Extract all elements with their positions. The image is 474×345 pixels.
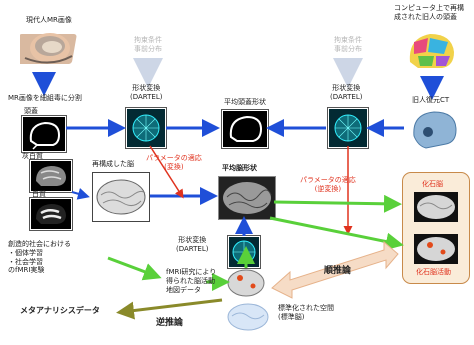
shape-transform-3-label: 形状変換 (DARTEL): [176, 236, 209, 253]
arrow-param-transform: [149, 145, 184, 199]
modern-mri-label: 現代人MR画像: [26, 16, 72, 24]
fossil-brain-label: 化石脳: [422, 180, 443, 188]
param-inverse-label: パラメータの適応 (逆変換): [300, 176, 356, 193]
constraint-right-label: 拘束条件 事前分布: [334, 36, 362, 53]
arrow-inverse-inference: [116, 298, 223, 320]
reconstructed-brain-label: 再構成した脳: [92, 160, 134, 168]
social-learning-label: 創造的社会における ・個体学習 ・社会学習 のfMRI実験: [8, 240, 71, 275]
avg-brain-label: 平均脳形状: [222, 164, 257, 172]
inverse-inference-label: 逆推論: [156, 318, 184, 328]
average-brain-image: [218, 176, 276, 220]
standard-brain-image: [226, 300, 270, 334]
arrow-social-to-fmri: [107, 256, 162, 281]
reconstructed-brain-image: [92, 172, 150, 222]
forward-inference-arrow: [271, 240, 399, 299]
white-matter-label: 白質: [32, 190, 46, 198]
arrow-gray-white-to-recon: [71, 188, 90, 200]
forward-inference-label: 順推論: [324, 266, 352, 276]
fmri-map-label: fMRI研究により 得られた脳活動 地図データ: [166, 268, 217, 294]
dartel-skull-right-image: [328, 108, 368, 148]
standard-space-label: 標準化された空間 (標準脳): [278, 304, 334, 321]
fossil-brain-image: [414, 192, 458, 222]
shape-transform-1-label: 形状変換 (DARTEL): [130, 84, 163, 101]
fossil-brain-box: [402, 172, 470, 284]
arrow-avgbrain-to-fossil: [273, 194, 402, 213]
computer-skull-image: [404, 28, 458, 74]
mri-head-image: [14, 28, 78, 70]
skull-slice-image: [22, 116, 66, 152]
shape-transform-2-label: 形状変換 (DARTEL): [330, 84, 363, 101]
skull-label: 頭蓋: [24, 107, 38, 115]
avg-skull-label: 平均頭蓋形状: [224, 98, 266, 106]
computer-skull-label: コンピュータ上で再構 成された旧人の頭蓋: [394, 4, 464, 21]
fossil-activity-label: 化石脳活動: [416, 268, 451, 276]
dartel-skull-image: [126, 108, 166, 148]
ancient-ct-skull-image: [408, 108, 460, 152]
gray-matter-slice-image: [30, 160, 72, 192]
gray-matter-label: 灰白質: [22, 152, 43, 160]
white-matter-slice-image: [30, 198, 72, 230]
constraint-left-label: 拘束条件 事前分布: [134, 36, 162, 53]
meta-analysis-label: メタアナリシスデータ: [20, 306, 100, 315]
arrow-green-diagonal: [269, 216, 404, 251]
ancient-ct-label: 旧人復元CT: [412, 96, 450, 104]
fossil-activity-image: [414, 234, 458, 264]
mri-split-label: MR画像を細組毒に分割: [8, 94, 82, 102]
average-skull-image: [222, 110, 268, 148]
param-transform-label: パラメータの適応 (変換): [146, 154, 202, 171]
